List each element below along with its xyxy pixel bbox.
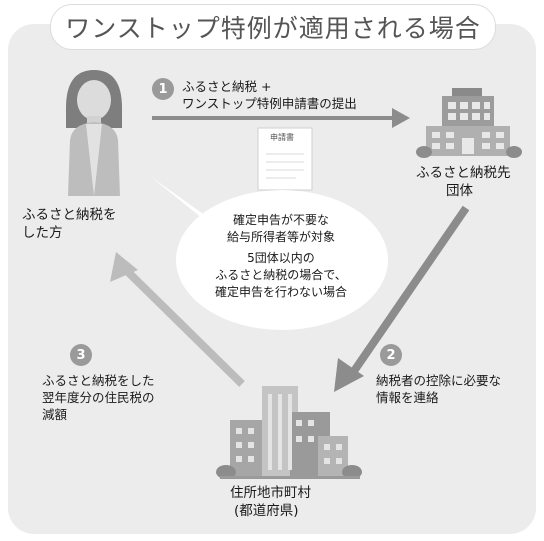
step-1-number: 1 — [152, 78, 174, 100]
arrow-step-3 — [110, 252, 245, 387]
municipality-buildings-illustration — [216, 386, 362, 479]
hometown-building-illustration — [416, 88, 522, 158]
person-label-line-1: ふるさと納税を — [22, 207, 117, 223]
hometown-label-line-2: 団体 — [446, 183, 473, 199]
condition-speech-bubble — [150, 176, 388, 330]
step-1-label-line-1: ふるさと納税 + — [182, 79, 272, 94]
person-illustration — [66, 70, 122, 196]
step-3-label-line-2: 翌年度分の住民税の — [42, 390, 155, 405]
step-2-number: 2 — [380, 344, 402, 366]
step-3-number: 3 — [70, 344, 92, 366]
document-label: 申請書 — [270, 133, 294, 142]
application-document — [257, 127, 313, 191]
bubble-line-5: 確定申告を行わない場合 — [214, 285, 347, 299]
step-2-label-line-1: 納税者の控除に必要な — [376, 373, 502, 388]
municipality-label-line-1: 住所地市町村 — [230, 485, 311, 501]
title-banner: ワンストップ特例が適用される場合 — [50, 4, 496, 50]
step-3-label-line-3: 減額 — [42, 407, 68, 422]
diagram-title: ワンストップ特例が適用される場合 — [65, 14, 481, 43]
bubble-line-1: 確定申告が不要な — [232, 213, 329, 227]
bubble-line-3: 5団体以内の — [247, 251, 315, 265]
bubble-line-4: ふるさと納税の場合で、 — [215, 268, 347, 282]
person-label-line-2: した方 — [22, 225, 63, 241]
step-3-label-line-1: ふるさと納税をした — [42, 373, 155, 388]
step-2-label-line-2: 情報を連絡 — [376, 390, 439, 405]
condition-bubble-text: 確定申告が不要な 給与所得者等が対象 5団体以内の ふるさと納税の場合で、 確定… — [196, 212, 366, 301]
arrow-step-2 — [334, 205, 470, 392]
arrow-step-1 — [152, 108, 410, 128]
step-1-label-line-2: ワンストップ特例申請書の提出 — [182, 96, 357, 111]
municipality-label-line-2: (都道府県) — [234, 503, 299, 519]
hometown-label-line-1: ふるさと納税先 — [416, 165, 511, 181]
bubble-line-2: 給与所得者等が対象 — [226, 230, 335, 244]
